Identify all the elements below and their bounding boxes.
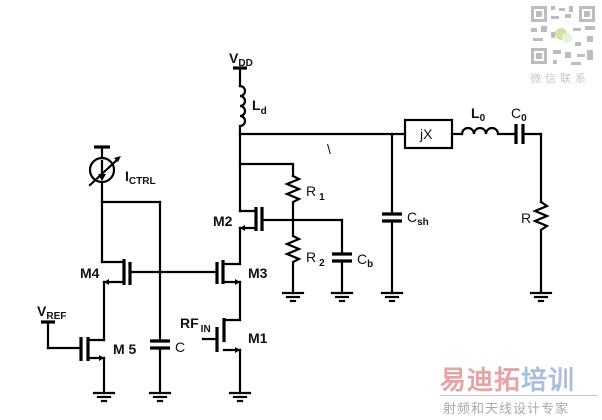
transistor-m2 <box>238 207 264 231</box>
ld-label: Ld <box>252 97 267 117</box>
ictrl-label: ICTRL <box>125 168 156 187</box>
vref-label: VREF <box>37 303 66 322</box>
resistor-r <box>532 200 550 294</box>
vdd-terminal <box>233 66 247 88</box>
current-source-ictrl <box>88 145 121 264</box>
csh-label: Csh <box>407 209 429 228</box>
inductor-l0 <box>460 126 516 136</box>
stray-mark: \ <box>327 141 331 157</box>
transistor-m4 <box>100 259 132 285</box>
ground-icon <box>228 391 252 403</box>
cb-label: Cb <box>357 251 373 270</box>
ground-icon <box>529 291 553 303</box>
capacitor-cb <box>332 252 352 263</box>
l0-label: L0 <box>471 105 486 124</box>
qr-caption: 微信联系 <box>530 72 590 85</box>
resistor-r1 <box>284 174 302 222</box>
ground-icon <box>281 291 305 303</box>
ground-icon <box>148 391 172 403</box>
brand-divider <box>440 395 598 396</box>
m3-label: M3 <box>248 265 268 281</box>
m1-label: M1 <box>248 330 268 346</box>
capacitor-c0 <box>512 124 543 144</box>
qr-code-watermark <box>527 2 599 68</box>
capacitor-c <box>150 339 170 350</box>
c0-label: C0 <box>511 105 527 124</box>
ground-icon <box>92 391 116 403</box>
m4-label: M4 <box>80 265 100 281</box>
brand-tagline: 射频和天线设计专家 <box>443 402 570 417</box>
r-label: R <box>521 210 531 226</box>
vdd-label: VDD <box>229 50 253 69</box>
inductor-ld <box>238 84 247 136</box>
capacitor-csh <box>382 212 402 223</box>
ground-icon <box>380 291 404 303</box>
transistor-m1 <box>201 318 242 353</box>
brand-watermark: 易迪拓培训 <box>440 360 575 397</box>
brand-red-text: 易迪拓 <box>440 366 522 396</box>
m2-label: M2 <box>213 213 233 229</box>
brand-blue-text: 培训 <box>521 366 576 396</box>
c-label: C <box>175 339 185 355</box>
m5-label: M 5 <box>113 341 137 357</box>
ground-icon <box>330 291 354 303</box>
transistor-m5 <box>41 320 106 361</box>
resistor-r2 <box>284 234 302 295</box>
transistor-m3 <box>215 260 242 285</box>
jx-label: jX <box>419 126 433 142</box>
